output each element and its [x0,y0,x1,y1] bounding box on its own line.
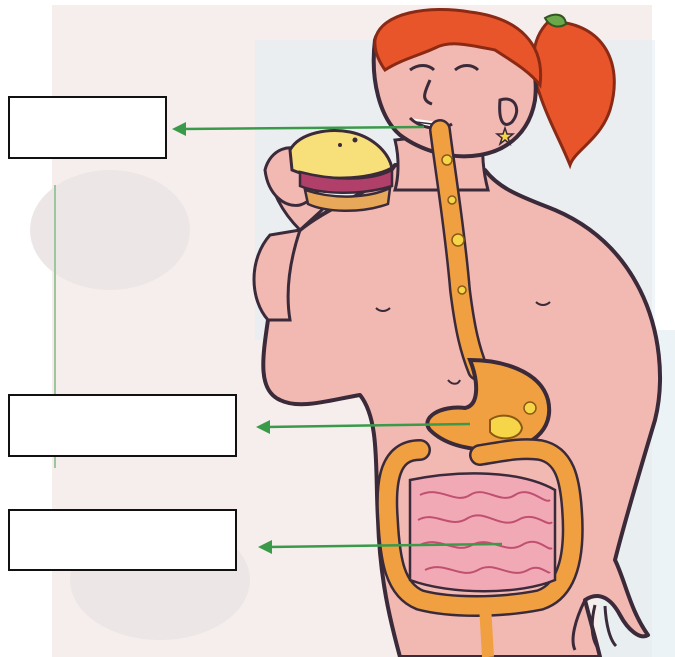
label-box-intestines-text [10,511,235,527]
label-box-stomach[interactable] [8,394,237,457]
small-intestine [410,473,555,591]
label-box-mouth-text [10,98,165,114]
stomach-food [524,402,536,414]
ear [500,99,517,124]
label-box-intestines[interactable] [8,509,237,571]
stomach-food [490,416,522,439]
rectum [485,605,488,657]
label-box-mouth[interactable] [8,96,167,159]
label-box-stomach-text [10,396,235,412]
